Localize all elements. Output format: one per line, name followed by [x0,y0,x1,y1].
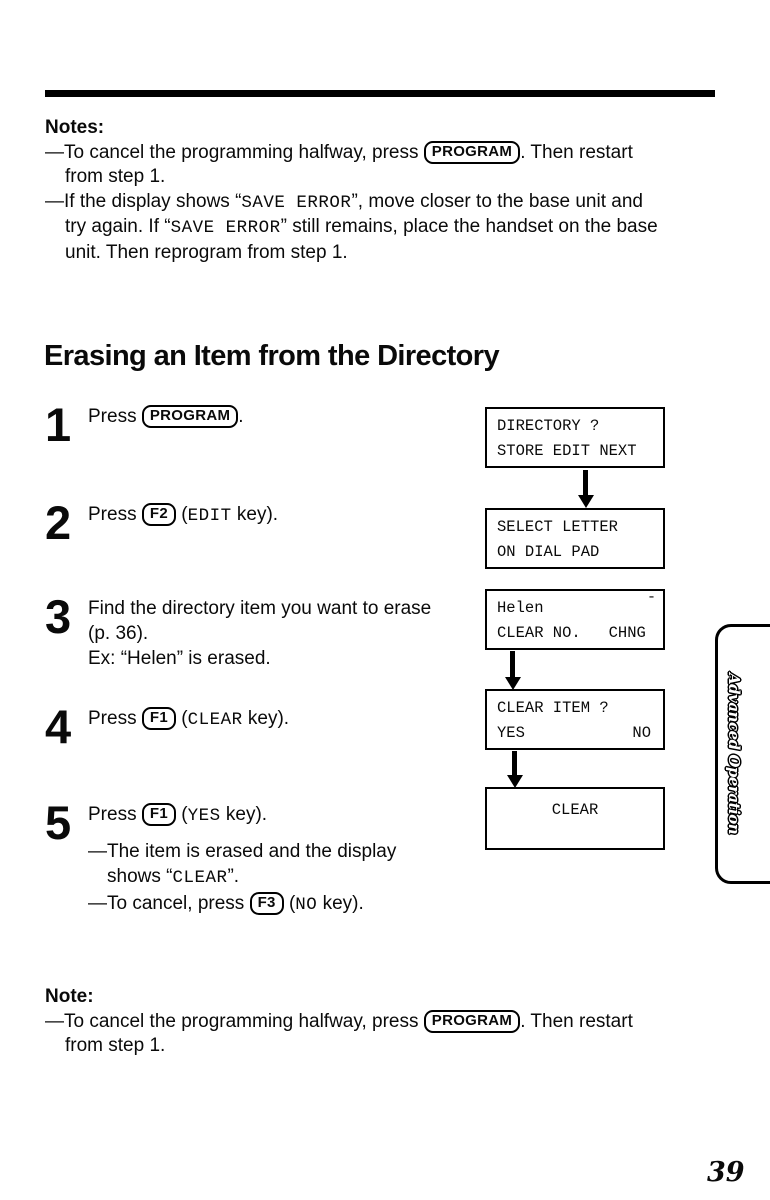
page-number: 39 [707,1157,745,1188]
note-text: ” still remains, place the handset on th… [280,216,658,237]
step-instruction: Press F1 (CLEAR key). [88,706,465,733]
note-line: —To cancel the programming halfway, pres… [45,140,721,166]
lcd-word: NO [295,895,318,915]
f1-key: F1 [141,707,176,730]
lcd-line: Helen [497,599,544,617]
notes-title: Notes: [45,117,105,138]
step-text: —To cancel, press F3 (NO key). [88,891,433,918]
section-heading: Erasing an Item from the Directory [44,340,500,372]
step-text: key). [220,804,268,825]
chapter-tab-label: Advanced Operation [725,673,743,835]
lcd-line: CLEAR [551,801,599,819]
step-text: shows “CLEAR”. [88,864,433,891]
step-text: Press F1 (YES key). [88,802,465,829]
step-text: Find the directory item you want to eras… [88,598,432,619]
note-line: from step 1. [65,166,166,187]
step-instruction: Press F2 (EDIT key). [88,502,465,529]
lcd-word: CLEAR [172,868,228,888]
step-number: 3 [45,590,71,643]
lcd-word: EDIT [187,506,232,526]
lcd-line: STORE EDIT NEXT [497,442,637,460]
step-1: 1 Press PROGRAM. [45,401,465,448]
lcd-softkey-no: NO [632,724,651,742]
notes-top: Notes: —To cancel the programming halfwa… [45,116,721,265]
step-text: shows “ [107,866,173,887]
step-text: (p. 36). [88,623,149,644]
lcd-word: SAVE ERROR [241,192,352,213]
lcd-display-directory: DIRECTORY ? STORE EDIT NEXT [485,407,665,468]
note-text: . Then restart [520,1010,633,1032]
step-3: 3 Find the directory item you want to er… [45,590,465,671]
step-text: —To cancel, press [88,893,245,914]
note-line: —If the display shows “SAVE ERROR”, move… [45,190,721,216]
step-text: Press [88,504,137,525]
lcd-line: SELECT LETTER [497,518,618,536]
note-text: —To cancel the programming halfway, pres… [45,141,419,163]
step-subnote: —The item is erased and the display show… [88,839,433,918]
step-text: key). [231,504,279,525]
step-instruction: Find the directory item you want to eras… [88,596,465,671]
lcd-display-clear: CLEAR [485,787,665,850]
step-number: 5 [45,796,71,849]
chapter-tab-advanced-operation: Advanced Operation [715,624,770,884]
step-text: . [238,406,244,427]
step-number: 2 [45,496,71,549]
program-key: PROGRAM [141,405,239,428]
lcd-display-select-letter: SELECT LETTER ON DIAL PAD [485,508,665,569]
step-instruction: Press PROGRAM. [88,404,465,429]
step-text: ”. [227,866,240,887]
lcd-line: YES NO [487,721,663,746]
step-2: 2 Press F2 (EDIT key). [45,499,465,546]
lcd-line: CLEAR NO. CHNG [497,624,646,642]
note-text: —If the display shows “ [45,190,242,212]
step-text: ( [181,708,188,729]
step-number: 1 [45,398,71,451]
f3-key: F3 [249,892,284,915]
lcd-softkey-yes: YES [497,724,525,742]
down-arrow-icon [577,470,594,508]
lcd-line: ON DIAL PAD [497,543,600,561]
down-arrow-icon [504,651,521,690]
note-line: —To cancel the programming halfway, pres… [45,1009,721,1035]
note-title: Note: [45,986,94,1007]
step-text: Press [88,708,137,729]
step-text: ( [181,804,188,825]
note-text: —To cancel the programming halfway, pres… [45,1010,419,1032]
step-instruction: Press F1 (YES key). —The item is erased … [88,802,465,918]
lcd-cursor: - [646,589,656,606]
lcd-line: CLEAR ITEM ? [497,699,609,717]
program-key: PROGRAM [423,1009,521,1033]
f2-key: F2 [141,503,176,526]
step-text: Press [88,804,137,825]
lcd-word: CLEAR [187,710,243,730]
step-text: Press [88,406,137,427]
step-text: key). [242,708,290,729]
lcd-line: DIRECTORY ? [497,417,600,435]
step-text: key). [317,893,364,914]
lcd-display-clear-item: CLEAR ITEM ? YES NO [485,689,665,750]
step-4: 4 Press F1 (CLEAR key). [45,703,465,750]
note-line: from step 1. [65,1035,166,1056]
lcd-word: SAVE ERROR [170,218,281,238]
lcd-display-helen: Helen CLEAR NO. CHNG - [485,589,665,650]
lcd-word: YES [187,806,221,826]
f1-key: F1 [141,803,176,826]
note-bottom: Note: —To cancel the programming halfway… [45,985,721,1059]
note-text: . Then restart [520,141,633,163]
down-arrow-icon [506,751,523,788]
program-key: PROGRAM [423,140,521,164]
step-text: ( [288,893,296,914]
step-text: Ex: “Helen” is erased. [88,648,271,669]
top-rule [45,90,715,97]
step-5: 5 Press F1 (YES key). —The item is erase… [45,796,465,918]
note-line: try again. If “SAVE ERROR” still remains… [45,215,721,241]
note-text: ”, move closer to the base unit and [351,190,643,212]
note-text: try again. If “ [65,216,171,237]
step-text: —The item is erased and the display [88,841,397,862]
step-text: ( [181,504,188,525]
step-number: 4 [45,700,71,753]
note-line: unit. Then reprogram from step 1. [65,241,348,263]
